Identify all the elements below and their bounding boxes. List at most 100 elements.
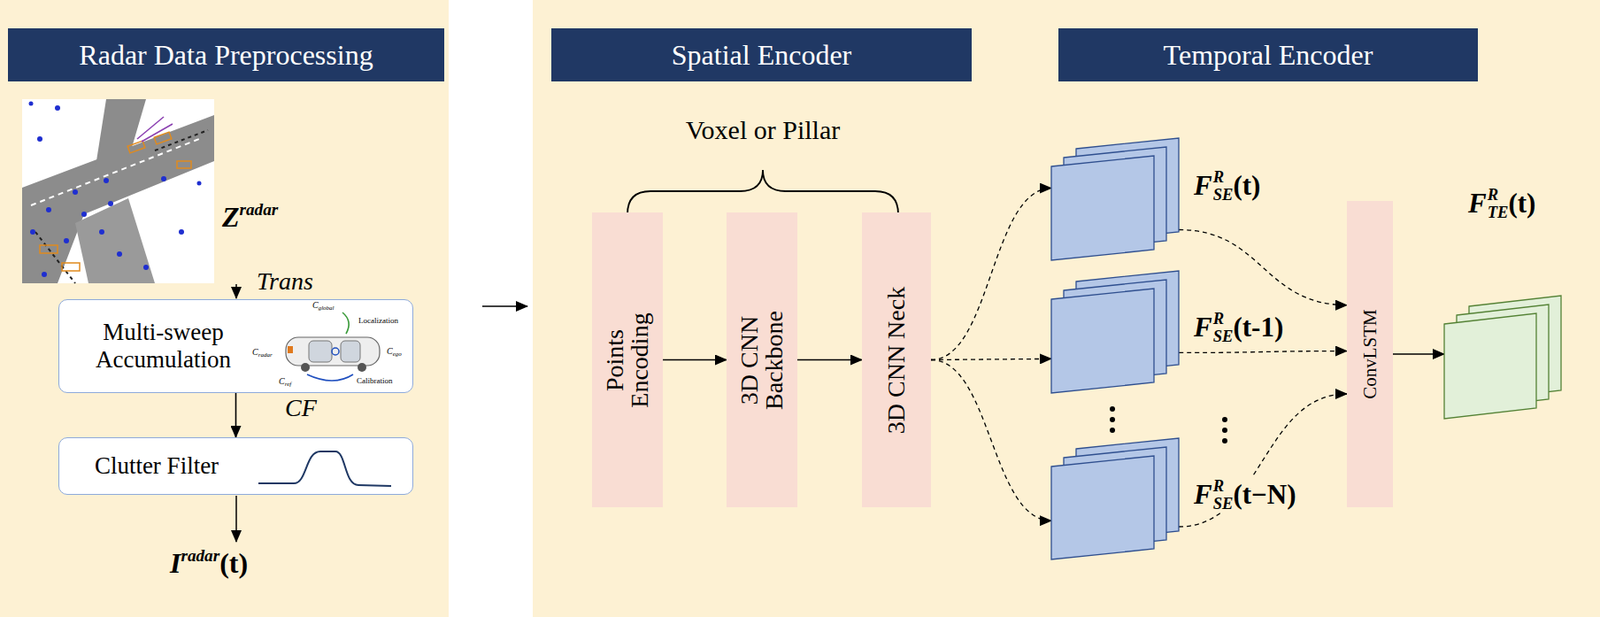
illustration-part (35, 231, 76, 284)
math-scripts: RSE (1213, 309, 1234, 345)
encoder-block: 3D CNN Neck (861, 212, 931, 508)
illustration-part (0, 0, 449, 617)
dashed-arrow (1178, 230, 1347, 306)
superscript: R (1487, 185, 1509, 204)
block-label: Points Encoding (602, 302, 653, 418)
section-header: Temporal Encoder (1058, 28, 1478, 82)
box-label: Multi-sweep Accumulation (68, 318, 259, 374)
header-text: Radar Data Preprocessing (78, 38, 373, 72)
flow-arrow (662, 359, 727, 362)
feature-map-stack: FRTE(t) (1444, 295, 1562, 419)
operation-label: Trans (256, 267, 314, 295)
math-base: F (1193, 169, 1213, 201)
symbol-base: C (312, 300, 319, 310)
symbol-base: C (252, 346, 259, 357)
illustration-part (300, 362, 310, 372)
illustration-part (532, 0, 1600, 617)
dashed-arrow (1178, 393, 1347, 527)
illustration-part (1109, 427, 1116, 433)
illustration-part (258, 451, 392, 486)
box-label: Clutter Filter (68, 452, 246, 480)
label-group: Voxel or Pillar (685, 115, 840, 145)
encoder-block: Points Encoding (592, 212, 663, 508)
illustration-part (30, 229, 36, 235)
illustration-part (342, 312, 349, 334)
math-tail: (t) (1507, 187, 1536, 219)
illustration-part (307, 374, 354, 381)
math-base: F (1193, 311, 1213, 343)
illustration-part (22, 99, 215, 284)
illustration-part (92, 99, 147, 184)
illustration-part (116, 251, 123, 257)
superscript: R (1213, 309, 1234, 328)
subscript: ego (392, 350, 402, 358)
illustration-part (54, 105, 61, 111)
illustration-part (37, 136, 43, 142)
subscript: global (318, 304, 335, 312)
illustration-part (176, 161, 192, 169)
feature-map-stack: FRSE(t−N) (1051, 438, 1179, 560)
illustration-part (75, 198, 155, 284)
illustration-part (46, 207, 52, 213)
flow-arrow (797, 359, 862, 362)
illustration-part (357, 362, 367, 372)
stack-outline (1051, 270, 1179, 393)
illustration-part (154, 130, 208, 151)
illustration-part (72, 189, 78, 195)
dashed-arrow (1178, 351, 1347, 354)
math-tail: (t−N) (1232, 478, 1296, 510)
math-base: F (1193, 478, 1213, 510)
operation-label: CF (284, 393, 317, 422)
math-base: F (1468, 187, 1487, 219)
math-tail: (t-1) (1232, 311, 1284, 343)
illustration-part (1222, 427, 1228, 433)
feature-label: FRSE(t-1) (1191, 309, 1286, 345)
illustration-part (1109, 416, 1116, 423)
illustration-part (340, 340, 361, 362)
feature-label: FRTE(t) (1465, 185, 1539, 221)
illustration-part (137, 116, 164, 139)
illustration-part (143, 264, 149, 270)
math-tail: (t) (1232, 169, 1261, 201)
flow-arrow (1392, 353, 1445, 355)
subscript: SE (1213, 327, 1234, 346)
block-label: 3D CNN Backbone (737, 302, 787, 418)
illustration-part (308, 340, 332, 362)
superscript: radar (239, 200, 279, 219)
convlstm-block: ConvLSTM (1346, 200, 1393, 508)
illustration-part (1222, 416, 1228, 423)
dashed-arrow (930, 358, 1052, 360)
math-scripts: RSE (1213, 168, 1234, 203)
subscript: TE (1487, 203, 1509, 222)
dashed-arrow (930, 188, 1052, 361)
feature-label: FRSE(t−N) (1191, 476, 1299, 512)
superscript: R (1213, 476, 1234, 495)
subscript: SE (1213, 494, 1234, 513)
math-scripts: RSE (1213, 476, 1234, 512)
label-group: Iradar(t) (169, 546, 248, 580)
symbol-base: C (278, 376, 285, 386)
stack-outline (1051, 438, 1179, 560)
feature-map-layer (1051, 288, 1154, 393)
illustration-part (107, 200, 114, 207)
illustration-part (197, 181, 202, 186)
subscript: radar (258, 351, 273, 359)
symbol-base: C (386, 346, 393, 356)
feature-label: FRSE(t) (1191, 168, 1263, 203)
illustration-part (103, 177, 109, 184)
math-tail: (t) (219, 546, 248, 579)
illustration-part (141, 123, 173, 142)
feature-map-layer (1051, 455, 1154, 560)
illustration-part (61, 262, 80, 271)
illustration-part (287, 346, 293, 354)
subscript: ref (284, 380, 293, 388)
label-group: Localization (357, 316, 400, 326)
clutter-filter-curve (253, 440, 396, 494)
label-group: Calibration (355, 376, 394, 386)
feature-map-stack: FRSE(t-1) (1051, 270, 1179, 393)
illustration-part (99, 229, 105, 235)
superscript: radar (180, 546, 220, 565)
label-group: Cglobal (311, 300, 336, 313)
illustration-part (29, 101, 202, 278)
illustration-part (22, 99, 215, 284)
